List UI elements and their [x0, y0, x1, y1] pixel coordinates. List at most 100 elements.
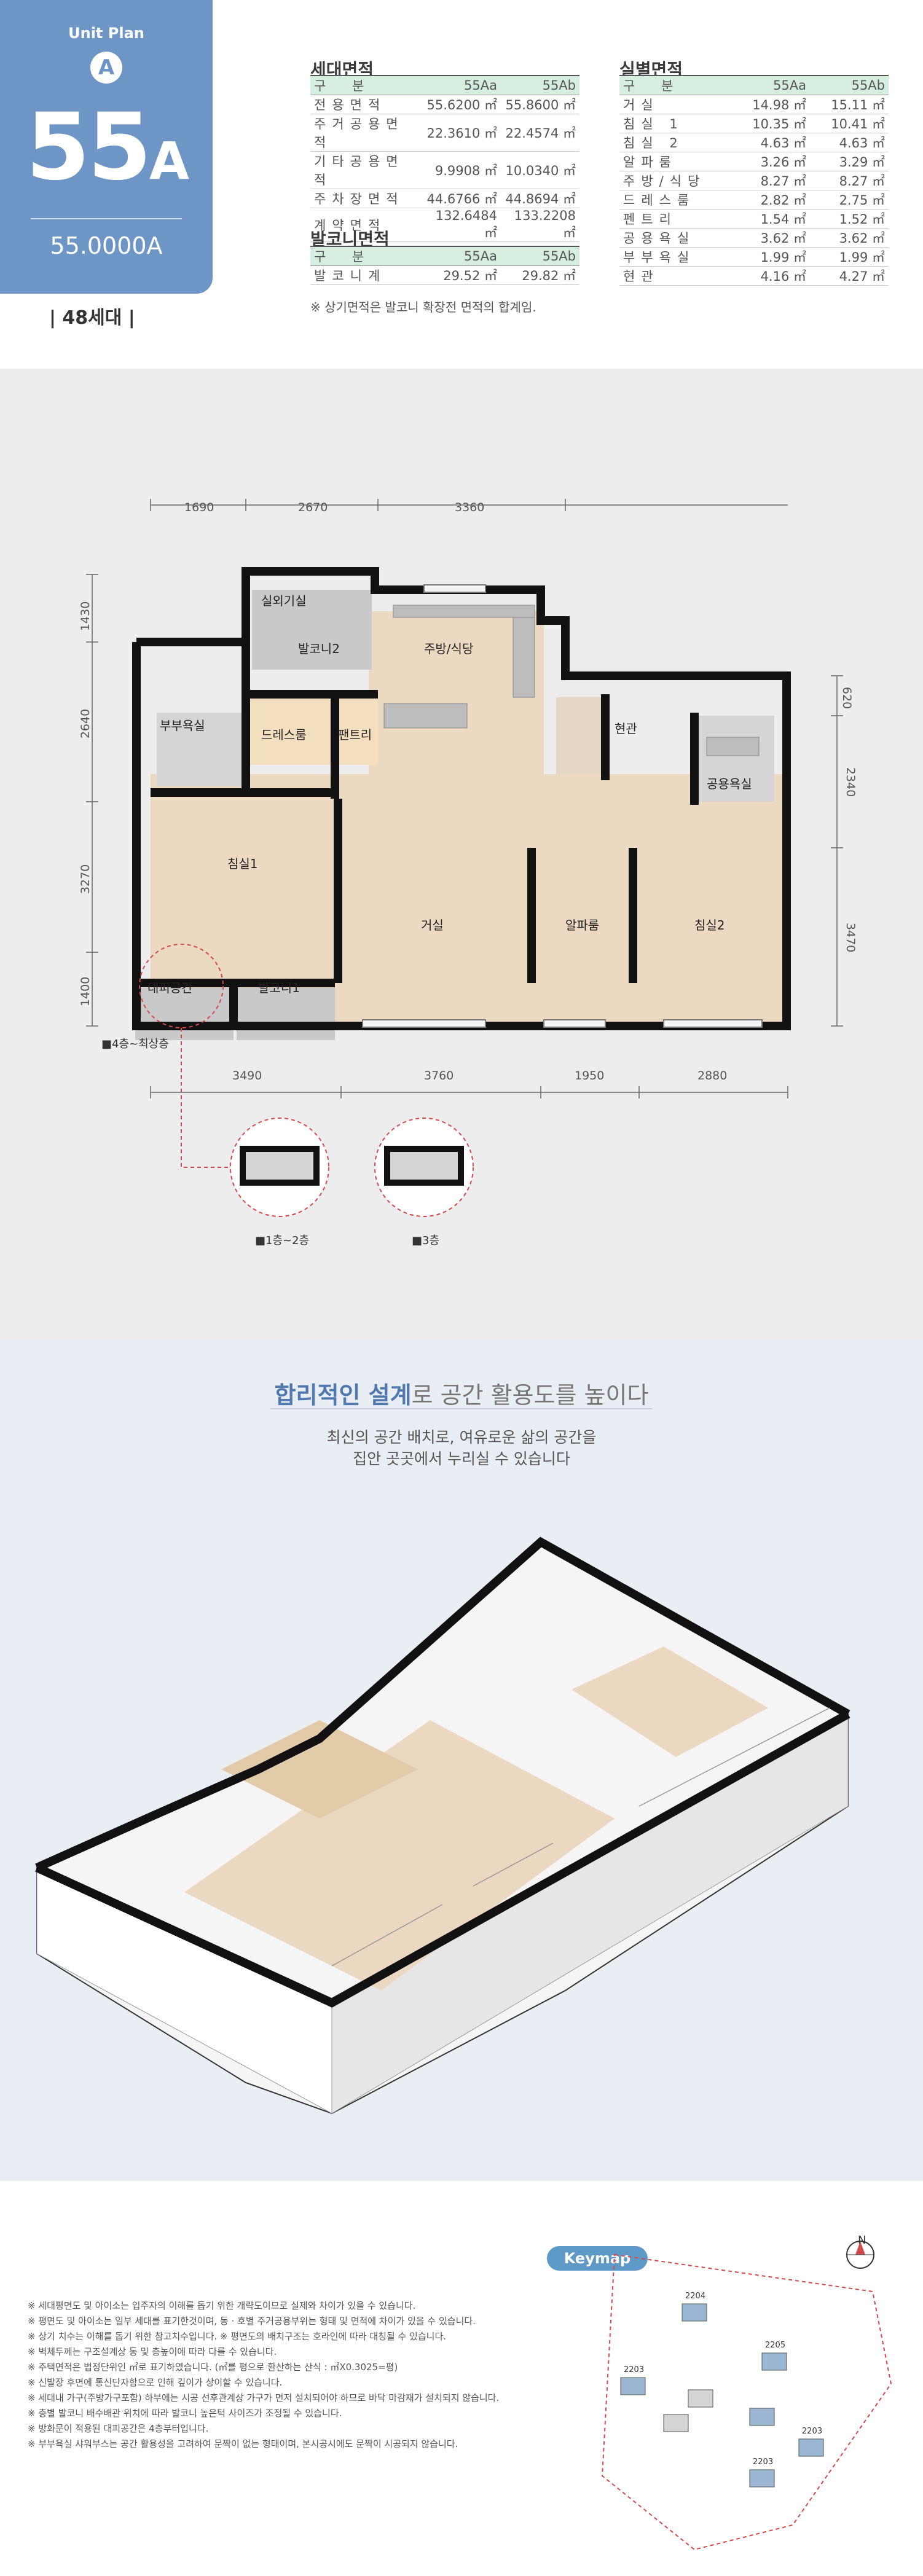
- table-cell: 132.6484 ㎡: [422, 208, 501, 242]
- note-line: ※ 신발장 후면에 통신단자함으로 인해 깊이가 상이할 수 있습니다.: [28, 2377, 283, 2388]
- dim-bottom-1: 3490: [232, 1069, 262, 1082]
- table-cell: 29.52 ㎡: [422, 265, 501, 285]
- room-balcony2: 발코니2: [298, 641, 340, 656]
- table-cell: 3.29 ㎡: [810, 152, 889, 171]
- dim-bottom-3: 1950: [575, 1069, 605, 1082]
- dim-right-1: 620: [840, 686, 854, 710]
- balcony-note: ※ 상기면적은 발코니 확장전 면적의 합계임.: [310, 300, 536, 315]
- table-cell: 44.6766 ㎡: [422, 189, 501, 208]
- room-common-bath: 공용욕실: [707, 777, 752, 791]
- room-kitchen: 주방/식당: [424, 641, 474, 656]
- room-pantry: 팬트리: [338, 727, 372, 742]
- note-line: ※ 평면도 및 아이소는 일부 세대를 표기한것이며, 동 · 호별 주거공용부…: [28, 2316, 476, 2327]
- table-cell: 계약면적: [310, 208, 422, 242]
- bldg-label-2: 2203: [624, 2365, 645, 2374]
- dim-bottom-4: 2880: [697, 1069, 728, 1082]
- isometric-illustration: [35, 1537, 850, 2115]
- dim-bottom-2: 3760: [424, 1069, 454, 1082]
- table-cell: 1.52 ㎡: [810, 209, 889, 229]
- table-cell: 22.3610 ㎡: [422, 114, 501, 152]
- room-living: 거실: [421, 918, 444, 933]
- table-cell: 8.27 ㎡: [731, 171, 810, 190]
- dim-right-2: 2340: [844, 767, 858, 797]
- table-cell: 2.82 ㎡: [731, 190, 810, 209]
- table-cell: 알파룸: [619, 152, 731, 171]
- table-header-cell: 55Ab: [501, 246, 579, 266]
- unit-type-title: 55A: [26, 94, 189, 201]
- table-cell: 29.82 ㎡: [501, 265, 579, 285]
- bldg-label-4: 2203: [753, 2457, 774, 2467]
- household-count: | 48세대 |: [49, 307, 135, 329]
- room-alpha: 알파룸: [565, 918, 600, 933]
- room-shelter: 대피공간: [147, 981, 193, 995]
- room-bedroom2: 침실2: [694, 918, 725, 933]
- badge-divider: [31, 218, 182, 219]
- table-cell: 현관: [619, 266, 731, 286]
- table-cell: 주거공용면적: [310, 114, 422, 152]
- notes-section: ※ 세대평면도 및 아이소는 입주자의 이해를 돕기 위한 개략도이므로 실제와…: [0, 2181, 923, 2576]
- note-line: ※ 부부욕실 샤워부스는 공간 활용성을 고려하여 문짝이 없는 형태이며, 본…: [28, 2438, 458, 2449]
- table-cell: 전용면적: [310, 95, 422, 114]
- detail-floors-1-2: ■1층~2층: [255, 1234, 310, 1247]
- keymap-drawing: [601, 2241, 892, 2551]
- keymap-label: Keymap: [547, 2246, 648, 2271]
- note-line: ※ 세대평면도 및 아이소는 입주자의 이해를 돕기 위한 개략도이므로 실제와…: [28, 2300, 416, 2311]
- table-header-cell: 55Aa: [422, 75, 501, 95]
- table-cell: 9.9908 ㎡: [422, 151, 501, 189]
- table-cell: 8.27 ㎡: [810, 171, 889, 190]
- table-cell: 공용욕실: [619, 228, 731, 248]
- table-cell: 44.8694 ㎡: [501, 189, 579, 208]
- room-entry: 현관: [615, 721, 637, 736]
- table-cell: 침실 1: [619, 114, 731, 133]
- table-cell: 14.98 ㎡: [731, 95, 810, 114]
- unit-summary-header: Unit Plan A 55A 55.0000A | 48세대 | 세대면적 구…: [0, 0, 923, 369]
- table-cell: 주방/식당: [619, 171, 731, 190]
- room-balcony1: 발코니1: [258, 981, 300, 995]
- unit-letter-icon: A: [90, 52, 122, 84]
- floor-range-note: ■4층~최상층: [101, 1038, 169, 1051]
- table-cell: 4.16 ㎡: [731, 266, 810, 286]
- table-cell: 4.63 ㎡: [810, 133, 889, 152]
- detail-floor-3: ■3층: [412, 1234, 440, 1247]
- bldg-label-3: 2205: [765, 2341, 786, 2350]
- table-cell: 55.8600 ㎡: [501, 95, 579, 114]
- table-cell: 1.99 ㎡: [810, 247, 889, 267]
- dim-left-1: 1430: [79, 601, 93, 632]
- table-cell: 침실 2: [619, 133, 731, 152]
- dim-left-2: 2640: [79, 708, 93, 739]
- table-header-cell: 55Aa: [731, 75, 810, 95]
- room-master-bath: 부부욕실: [160, 718, 205, 733]
- table-cell: 드레스룸: [619, 190, 731, 209]
- table-cell: 4.27 ㎡: [810, 266, 889, 286]
- table-cell: 기타공용면적: [310, 151, 422, 189]
- table-header-cell: 55Aa: [422, 246, 501, 266]
- dim-left-4: 1400: [79, 976, 93, 1007]
- note-line: ※ 주택면적은 법정단위인 ㎡로 표기하였습니다. (㎡를 평으로 환산하는 산…: [28, 2362, 398, 2373]
- note-line: ※ 층별 발코니 배수배관 위치에 따라 발코니 높은턱 사이즈가 조정될 수 …: [28, 2408, 342, 2419]
- iso-subtitle-1: 최신의 공간 배치로, 여유로운 삶의 공간을: [326, 1428, 597, 1446]
- table-header-cell: 구 분: [619, 75, 731, 95]
- floor-plan-section: 1690 2670 3360 3490 3760 1950 2880 1430 …: [0, 369, 923, 1339]
- table-cell: 거실: [619, 95, 731, 114]
- table-cell: 133.2208 ㎡: [501, 208, 579, 242]
- room-bedroom1: 침실1: [227, 856, 258, 871]
- table-cell: 55.6200 ㎡: [422, 95, 501, 114]
- note-line: ※ 상기 치수는 이해를 돕기 위한 참고치수입니다. ※ 평면도의 배치구조는…: [28, 2331, 447, 2342]
- table-cell: 주차장면적: [310, 189, 422, 208]
- table-cell: 1.54 ㎡: [731, 209, 810, 229]
- table-header-cell: 구 분: [310, 75, 422, 95]
